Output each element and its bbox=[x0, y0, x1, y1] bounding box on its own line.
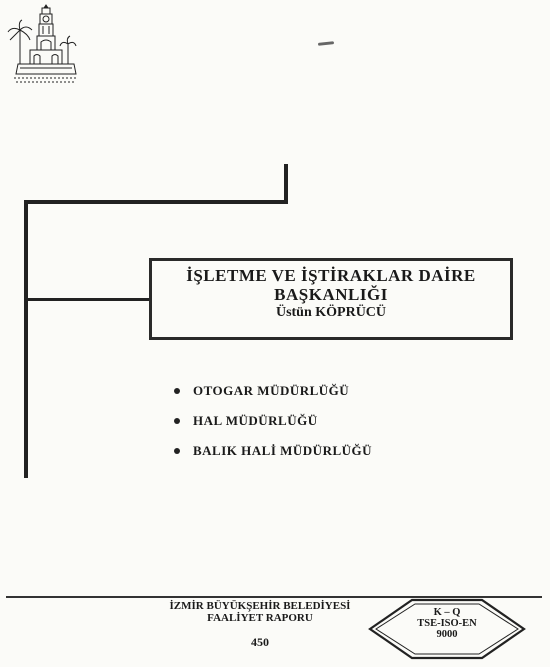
department-title-line2: BAŞKANLIĞI bbox=[274, 285, 388, 304]
department-title-line1: İŞLETME VE İŞTİRAKLAR DAİRE bbox=[186, 266, 476, 285]
org-line-vertical bbox=[24, 200, 28, 478]
org-line-top-stub bbox=[284, 164, 288, 204]
footer-org-line1: İZMİR BÜYÜKŞEHİR BELEDİYESİ bbox=[169, 600, 351, 612]
quality-badge-text: K – Q TSE-ISO-EN 9000 bbox=[368, 607, 526, 640]
list-item: BALIK HALİ MÜDÜRLÜĞÜ bbox=[174, 436, 372, 466]
list-item: OTOGAR MÜDÜRLÜĞÜ bbox=[174, 376, 372, 406]
footer-org-line2: FAALİYET RAPORU bbox=[207, 612, 313, 624]
badge-line3: 9000 bbox=[436, 629, 458, 640]
badge-line1: K – Q bbox=[433, 607, 461, 618]
page-number: 450 bbox=[251, 635, 269, 649]
badge-line2: TSE-ISO-EN bbox=[417, 618, 477, 629]
bullet-icon bbox=[174, 418, 180, 424]
department-title-box: İŞLETME VE İŞTİRAKLAR DAİRE BAŞKANLIĞI Ü… bbox=[149, 258, 513, 340]
sub-department-label: BALIK HALİ MÜDÜRLÜĞÜ bbox=[193, 443, 373, 458]
org-line-connector bbox=[24, 298, 150, 301]
sub-department-label: OTOGAR MÜDÜRLÜĞÜ bbox=[193, 383, 350, 398]
org-line-top bbox=[24, 200, 288, 204]
list-item: HAL MÜDÜRLÜĞÜ bbox=[174, 406, 372, 436]
quality-badge-diamond bbox=[368, 598, 526, 660]
sub-department-list: OTOGAR MÜDÜRLÜĞÜ HAL MÜDÜRLÜĞÜ BALIK HAL… bbox=[174, 376, 372, 466]
scan-mark bbox=[317, 41, 335, 46]
footer-organization: İZMİR BÜYÜKŞEHİR BELEDİYESİ FAALİYET RAP… bbox=[150, 600, 370, 648]
footer-rule bbox=[6, 596, 542, 598]
bullet-icon bbox=[174, 448, 180, 454]
izmir-clock-tower-icon bbox=[7, 4, 77, 83]
sub-department-label: HAL MÜDÜRLÜĞÜ bbox=[193, 413, 318, 428]
department-head-name: Üstün KÖPRÜCÜ bbox=[275, 305, 387, 320]
bullet-icon bbox=[174, 388, 180, 394]
